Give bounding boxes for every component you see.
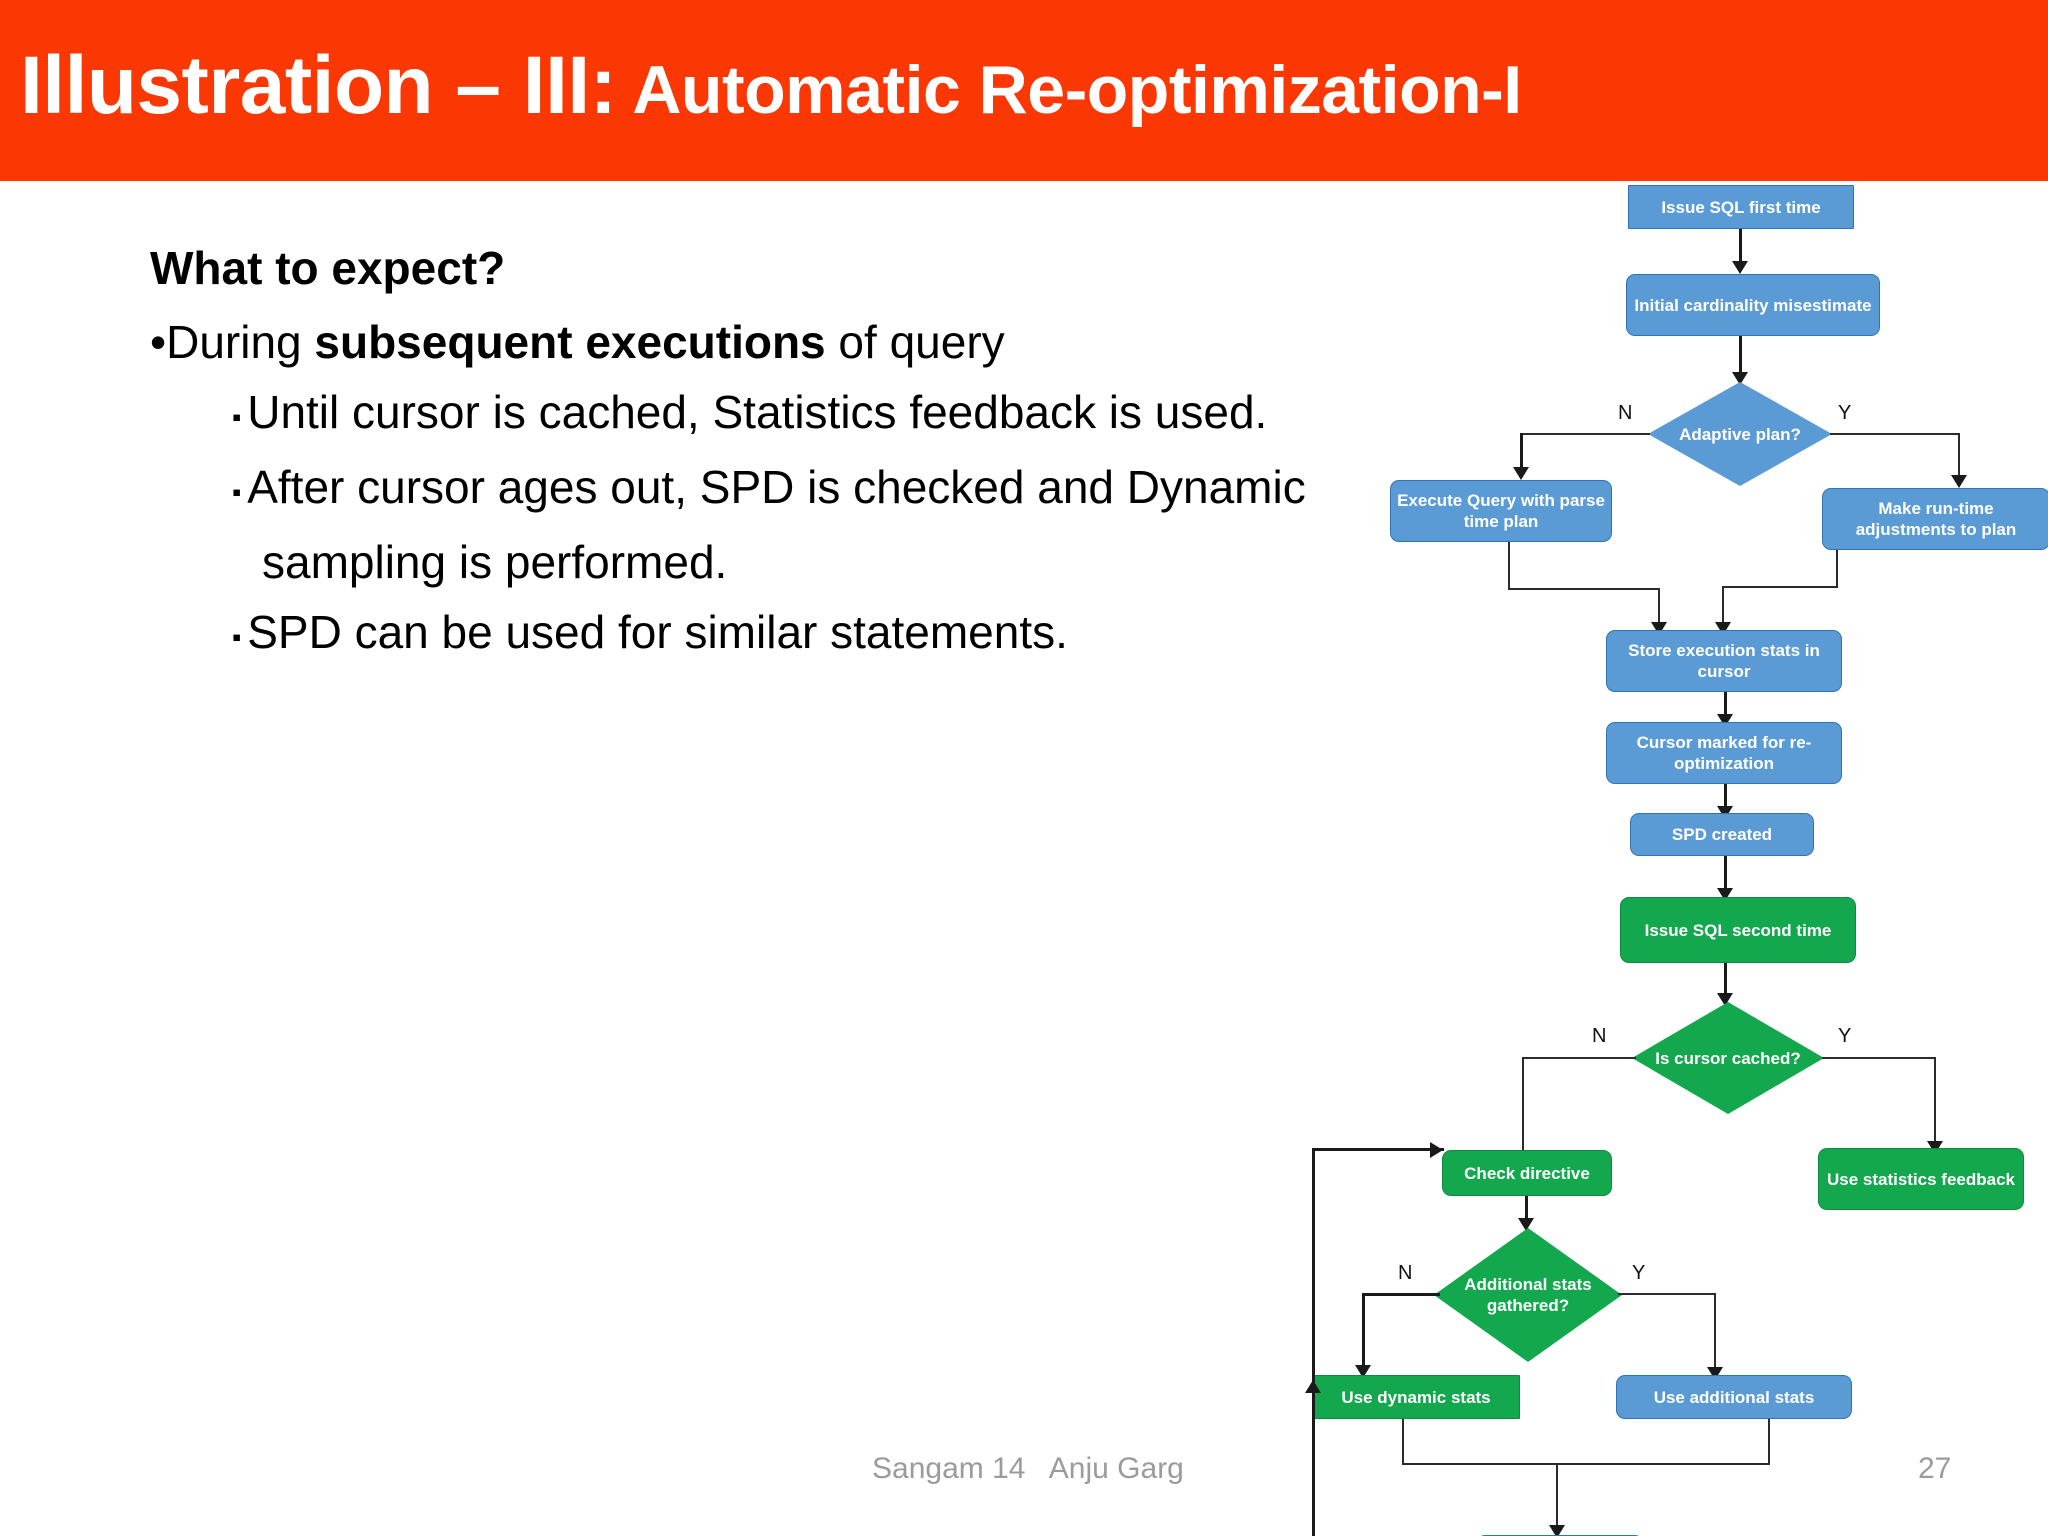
bullet-level1-prefix: During: [166, 316, 315, 368]
flow-node-label: Make run-time adjustments to plan: [1855, 499, 2017, 539]
flow-edge-n11-n13: [1525, 1196, 1528, 1222]
flow-node-issue-sql-second-time: Issue SQL second time: [1620, 897, 1856, 963]
page-number: 27: [1918, 1452, 1952, 1485]
sub-bullet-1-text: Until cursor is cached, Statistics feedb…: [247, 386, 1268, 438]
flow-edge-n7-n8: [1724, 784, 1727, 810]
flow-node-label: Execute Query with parse time plan: [1397, 491, 1605, 531]
branch-label-cursor-n: N: [1592, 1025, 1607, 1047]
bullet-level1: •During subsequent executions of query: [150, 309, 1320, 375]
flow-edge-n3-n5-v: [1958, 433, 1960, 479]
flow-node-issue-sql-first-time: Issue SQL first time: [1628, 185, 1854, 229]
flow-node-adaptive-plan-decision: Adaptive plan?: [1648, 382, 1832, 486]
title-bar: [0, 0, 2048, 181]
flow-edge-n13-n14-h: [1362, 1293, 1440, 1296]
flow-edge-n10-n12-v: [1934, 1057, 1936, 1145]
flow-edge-n6-n7: [1724, 692, 1727, 718]
flow-edge-n3-n4-h: [1520, 433, 1650, 435]
flow-node-use-additional-stats: Use additional stats: [1616, 1375, 1852, 1419]
flow-edge-n10-n12-h: [1822, 1057, 1936, 1059]
flow-node-label: Adaptive plan?: [1679, 424, 1801, 444]
flow-edge-merge-down-right: [1722, 586, 1724, 626]
flow-edge-merge-down-left: [1658, 588, 1660, 626]
flow-node-label: Additional stats gathered?: [1464, 1275, 1592, 1315]
flow-edge-n3-n4-v: [1520, 433, 1523, 471]
page-title: Illustration – III: Automatic Re-optimiz…: [20, 16, 1980, 156]
flow-edge-n4-merge-v: [1508, 542, 1510, 590]
flow-node-label: Use additional stats: [1653, 1387, 1815, 1407]
flow-edge-n5-merge-h: [1722, 586, 1838, 588]
flow-node-additional-stats-decision: Additional stats gathered?: [1434, 1228, 1622, 1362]
flow-node-initial-cardinality-misestimate: Initial cardinality misestimate: [1626, 274, 1880, 336]
flow-node-spd-created: SPD created: [1630, 813, 1814, 856]
flow-edge-n2-n3: [1739, 336, 1742, 376]
sub-bullet-3: ▪SPD can be used for similar statements.: [150, 597, 1320, 672]
flow-edge-n5-merge-v: [1836, 550, 1838, 588]
flow-node-use-statistics-feedback: Use statistics feedback: [1818, 1148, 2024, 1210]
slide-footer: Sangam 14 Anju Garg: [872, 1452, 1184, 1485]
branch-label-cursor-y: Y: [1838, 1025, 1852, 1047]
square-bullet-icon: ▪: [232, 622, 248, 652]
flow-edge-loop-top: [1312, 1148, 1444, 1151]
flow-node-check-directive: Check directive: [1442, 1150, 1612, 1196]
bullet-level1-bold: subsequent executions: [314, 316, 826, 368]
flow-node-label: Is cursor cached?: [1655, 1048, 1801, 1068]
flow-node-label: Initial cardinality misestimate: [1634, 295, 1872, 315]
flow-edge-n15-merge-v: [1768, 1419, 1770, 1465]
flow-node-label: Issue SQL first time: [1661, 197, 1821, 217]
flow-edge-n3-n5-h: [1830, 433, 1960, 435]
flow-node-use-dynamic-stats: Use dynamic stats: [1312, 1375, 1520, 1419]
square-bullet-icon: ▪: [232, 477, 248, 507]
flow-edge-n9-n10: [1724, 963, 1727, 997]
body-heading: What to expect?: [150, 242, 506, 294]
flow-node-is-cursor-cached-decision: Is cursor cached?: [1632, 1002, 1824, 1114]
flow-edge-n10-n11-h: [1522, 1057, 1636, 1059]
flow-edge-n14-merge-v: [1402, 1419, 1404, 1465]
flow-node-label: Check directive: [1464, 1163, 1590, 1183]
flow-node-label: Use statistics feedback: [1826, 1169, 2016, 1189]
branch-label-stats-y: Y: [1632, 1262, 1646, 1284]
flow-edge-merge-to-n16: [1556, 1463, 1558, 1529]
arrowhead-down-icon: [1518, 1218, 1534, 1231]
sub-bullet-1: ▪Until cursor is cached, Statistics feed…: [150, 377, 1320, 452]
arrowhead-up-icon: [1305, 1380, 1321, 1393]
flow-node-cursor-marked-reoptimization: Cursor marked for re-optimization: [1606, 722, 1842, 784]
arrowhead-right-icon: [1430, 1142, 1443, 1158]
arrowhead-down-icon: [1951, 475, 1967, 488]
arrowhead-down-icon: [1355, 1365, 1371, 1378]
arrowhead-down-icon: [1549, 1525, 1565, 1536]
arrowhead-down-icon: [1513, 467, 1529, 480]
flow-edge-n8-n9: [1724, 856, 1727, 892]
sub-bullet-2: ▪After cursor ages out, SPD is checked a…: [150, 452, 1320, 597]
branch-label-stats-n: N: [1398, 1262, 1413, 1284]
square-bullet-icon: ▪: [232, 402, 248, 432]
branch-label-adaptive-n: N: [1618, 402, 1633, 424]
flow-node-label: Use dynamic stats: [1341, 1387, 1491, 1407]
page-title-rest: Automatic Re-optimization-I: [616, 52, 1522, 128]
flow-edge-n1-n2: [1739, 229, 1742, 265]
sub-bullet-3-text: SPD can be used for similar statements.: [247, 606, 1068, 658]
flow-node-label: Issue SQL second time: [1644, 920, 1832, 940]
page-title-strong: Illustration – III:: [20, 40, 617, 131]
body-content: What to expect? •During subsequent execu…: [150, 235, 1320, 672]
sub-bullet-2-text: After cursor ages out, SPD is checked an…: [247, 461, 1306, 588]
flow-edge-n13-n15-h: [1618, 1293, 1716, 1295]
flow-edge-n4-merge-h: [1508, 588, 1660, 590]
flow-edge-n13-n15-v: [1714, 1293, 1716, 1371]
flow-node-label: Store execution stats in cursor: [1628, 641, 1820, 681]
arrowhead-down-icon: [1732, 372, 1748, 385]
flow-node-store-execution-stats: Store execution stats in cursor: [1606, 630, 1842, 692]
bullet-level1-suffix: of query: [825, 316, 1005, 368]
flow-node-label: SPD created: [1671, 825, 1773, 844]
flow-node-label: Cursor marked for re-optimization: [1636, 733, 1812, 773]
flowchart-diagram: Issue SQL first time Initial cardinality…: [1305, 180, 2048, 1536]
flow-edge-n13-n14-v: [1362, 1293, 1365, 1369]
flow-edge-n10-n11-v: [1522, 1057, 1524, 1151]
flow-node-make-runtime-adjustments: Make run-time adjustments to plan: [1822, 488, 2048, 550]
branch-label-adaptive-y: Y: [1838, 402, 1852, 424]
bullet-marker-icon: •: [150, 316, 167, 368]
arrowhead-down-icon: [1732, 261, 1748, 274]
flow-node-execute-query-parse-time-plan: Execute Query with parse time plan: [1390, 480, 1612, 542]
flow-edge-merge-bottom-h: [1402, 1463, 1770, 1465]
flow-edge-loop-left: [1312, 1148, 1315, 1536]
